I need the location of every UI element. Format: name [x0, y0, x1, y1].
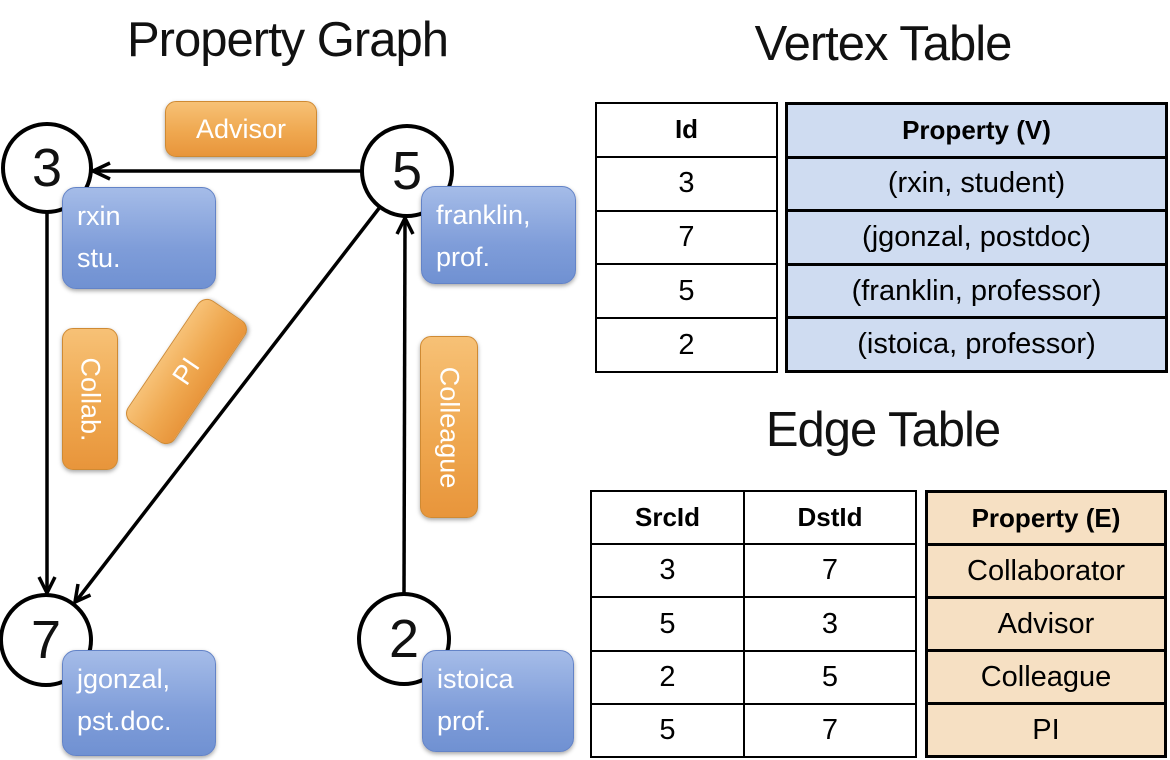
- edge-table-header-dstid: DstId: [797, 502, 863, 533]
- table-cell: (istoica, professor): [788, 316, 1165, 370]
- vertex-property-7-text: jgonzal, pst.doc.: [77, 664, 172, 736]
- edge-table-header-property: Property (E): [971, 502, 1121, 533]
- vertex-property-5: franklin, prof.: [421, 186, 576, 284]
- edge-pi-5-7: [75, 205, 382, 602]
- vertex-property-7: jgonzal, pst.doc.: [62, 650, 216, 756]
- table-cell: 7: [597, 209, 776, 264]
- edge-table-dstid-column: DstId 7 3 5 7: [743, 492, 915, 756]
- edge-label-pi-text: PI: [166, 352, 206, 391]
- edge-label-collab-text: Collab.: [75, 356, 106, 442]
- arrowhead-pi-icon: [72, 583, 92, 605]
- arrowhead-advisor-icon: [88, 161, 111, 181]
- vertex-table-id-column: Id 3 7 5 2: [595, 102, 778, 373]
- table-cell: 5: [592, 596, 743, 649]
- table-cell: 3: [597, 155, 776, 210]
- table-cell: (franklin, professor): [788, 262, 1165, 317]
- vertex-table-header-id: Id: [674, 114, 699, 145]
- table-cell: 3: [592, 543, 743, 596]
- vertex-table-header-property: Property (V): [902, 114, 1051, 145]
- table-cell: 5: [597, 263, 776, 317]
- arrowhead-colleague-icon: [395, 214, 415, 235]
- table-cell: 7: [745, 702, 915, 756]
- property-graph-title: Property Graph: [127, 13, 449, 67]
- table-cell: 2: [597, 317, 776, 371]
- table-cell: 2: [592, 649, 743, 703]
- edge-label-colleague: Colleague: [420, 336, 478, 518]
- table-cell: 7: [745, 543, 915, 596]
- table-cell: 5: [592, 702, 743, 756]
- table-cell: Collaborator: [928, 543, 1164, 596]
- table-cell: 5: [745, 649, 915, 703]
- vertex-property-2-text: istoica prof.: [437, 664, 514, 736]
- arrowhead-collab-icon: [37, 576, 57, 597]
- edge-table-property-column: Property (E) Collaborator Advisor Collea…: [925, 490, 1167, 758]
- edge-label-collab: Collab.: [62, 328, 118, 470]
- table-cell: (rxin, student): [788, 155, 1165, 210]
- table-cell: PI: [928, 702, 1164, 755]
- edge-label-advisor: Advisor: [165, 101, 317, 157]
- vertex-property-3-text: rxin stu.: [77, 201, 121, 273]
- edge-table-src-dst-columns: SrcId 3 5 2 5 DstId 7 3 5 7: [590, 490, 917, 758]
- table-cell: Advisor: [928, 596, 1164, 649]
- edge-table-srcid-column: SrcId 3 5 2 5: [592, 492, 743, 756]
- vertex-id-7: 7: [30, 610, 62, 670]
- vertex-table-title: Vertex Table: [754, 17, 1013, 71]
- table-cell: Colleague: [928, 649, 1164, 702]
- edge-label-colleague-text: Colleague: [434, 366, 465, 488]
- table-cell: (jgonzal, postdoc): [788, 209, 1165, 263]
- edge-table-title: Edge Table: [765, 403, 1001, 457]
- vertex-id-5: 5: [391, 141, 423, 201]
- vertex-property-3: rxin stu.: [62, 187, 216, 289]
- vertex-id-3: 3: [31, 138, 63, 198]
- vertex-property-5-text: franklin, prof.: [436, 200, 531, 272]
- edge-table-header-srcid: SrcId: [634, 502, 701, 533]
- vertex-table-property-column: Property (V) (rxin, student) (jgonzal, p…: [785, 102, 1168, 373]
- edge-colleague-2-5: [402, 220, 407, 595]
- edge-label-advisor-text: Advisor: [195, 113, 287, 144]
- table-cell: 3: [745, 596, 915, 649]
- vertex-property-2: istoica prof.: [422, 650, 574, 752]
- vertex-id-2: 2: [388, 609, 420, 669]
